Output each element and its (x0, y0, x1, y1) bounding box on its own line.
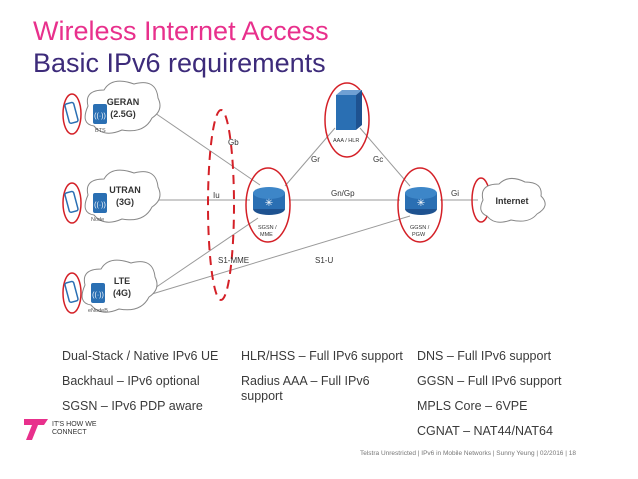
req-col-ue: Dual-Stack / Native IPv6 UE Backhaul – I… (62, 349, 238, 414)
ue-phone-3 (62, 272, 82, 314)
tower-glyph: ((·)) (92, 292, 104, 299)
link-aaa-ggsn (359, 127, 411, 187)
label-gc: Gc (373, 155, 383, 164)
label-nodeb: Node (91, 217, 104, 223)
label-aaa: AAA / HLR (333, 138, 359, 144)
tower-glyph: ((·)) (94, 113, 106, 120)
label-utran-gen: (3G) (116, 197, 134, 207)
label-bts: BTS (95, 128, 106, 134)
link-sgsn-aaa (284, 127, 336, 187)
access-utran: UTRAN (3G) ((·)) Node (84, 169, 161, 223)
req-item: GGSN – Full IPv6 support (417, 374, 562, 388)
ue-highlight (62, 93, 82, 135)
label-s1mme: S1-MME (218, 256, 249, 265)
link-lte-mme (151, 217, 259, 291)
tower-glyph: ((·)) (94, 202, 106, 209)
label-internet: Internet (495, 196, 528, 206)
logo-tagline: IT'S HOW WE CONNECT (52, 421, 97, 436)
label-s1u: S1-U (315, 256, 333, 265)
label-gi: Gi (451, 189, 459, 198)
label-iu: Iu (213, 191, 220, 200)
backhaul-highlight (207, 109, 235, 301)
label-ggsn: GGSN / (410, 225, 430, 231)
label-lte: LTE (114, 276, 130, 286)
aaa-hlr-node: AAA / HLR (324, 82, 370, 158)
phone-icon (64, 101, 79, 124)
ggsn-pgw-node: ✳ GGSN / PGW (397, 167, 443, 243)
req-item: SGSN – IPv6 PDP aware (62, 399, 203, 413)
router-arrows-glyph: ✳ (265, 198, 273, 209)
bts-icon (93, 104, 107, 124)
label-lte-gen: (4G) (113, 288, 131, 298)
phone-icon (64, 190, 79, 213)
req-item: CGNAT – NAT44/NAT64 (417, 424, 553, 438)
aaa-highlight (324, 82, 370, 158)
router-arrows-glyph: ✳ (417, 198, 425, 209)
label-gb: Gb (228, 138, 239, 147)
internet-cloud-icon (480, 178, 546, 223)
label-sgsn: SGSN / (258, 225, 277, 231)
access-geran: GERAN (2.5G) ((·)) BTS (84, 80, 161, 134)
ue-highlight (62, 272, 82, 314)
req-item: Backhaul – IPv6 optional (62, 374, 200, 388)
page-title: Wireless Internet Access (33, 16, 329, 46)
ue-phone-2 (62, 182, 82, 224)
page-subtitle: Basic IPv6 requirements (33, 48, 326, 78)
server-icon (336, 95, 356, 130)
phone-icon (64, 280, 79, 303)
link-geran-sgsn (154, 112, 261, 186)
server-top (336, 90, 362, 95)
router-icon (405, 187, 437, 199)
req-col-core: HLR/HSS – Full IPv6 support Radius AAA –… (241, 349, 413, 404)
label-pgw: PGW (412, 232, 426, 238)
ue-highlight (62, 182, 82, 224)
req-item: HLR/HSS – Full IPv6 support (241, 349, 403, 363)
label-mme: MME (260, 232, 273, 238)
link-lte-pgw (151, 215, 411, 295)
req-col-network: DNS – Full IPv6 support GGSN – Full IPv6… (417, 349, 607, 439)
req-item: Dual-Stack / Native IPv6 UE (62, 349, 219, 363)
label-utran: UTRAN (109, 185, 141, 195)
interface-labels: Gb Iu S1-MME Gr Gc Gn/Gp S1-U Gi (213, 138, 459, 265)
ue-phone-1 (62, 93, 82, 135)
enodeb-icon (91, 283, 105, 303)
ue-devices (62, 93, 82, 314)
router-icon (253, 187, 285, 199)
label-geran-gen: (2.5G) (110, 109, 136, 119)
access-lte: LTE (4G) ((·)) eNodeB (81, 259, 158, 314)
label-geran: GERAN (107, 97, 140, 107)
req-item: MPLS Core – 6VPE (417, 399, 528, 413)
req-item: Radius AAA – Full IPv6 support (241, 374, 370, 403)
sgsn-mme-node: ✳ SGSN / MME (245, 167, 291, 243)
label-gngp: Gn/Gp (331, 189, 355, 198)
label-gr: Gr (311, 155, 320, 164)
ggsn-highlight (397, 167, 443, 243)
internet-node: Internet (471, 177, 546, 223)
sgsn-highlight (245, 167, 291, 243)
server-side (356, 90, 362, 130)
req-item: DNS – Full IPv6 support (417, 349, 552, 363)
nodeb-icon (93, 193, 107, 213)
telstra-logo-icon (24, 419, 48, 440)
footer-text: Telstra Unrestricted | IPv6 in Mobile Ne… (360, 450, 576, 457)
label-enodeb: eNodeB (88, 308, 108, 314)
